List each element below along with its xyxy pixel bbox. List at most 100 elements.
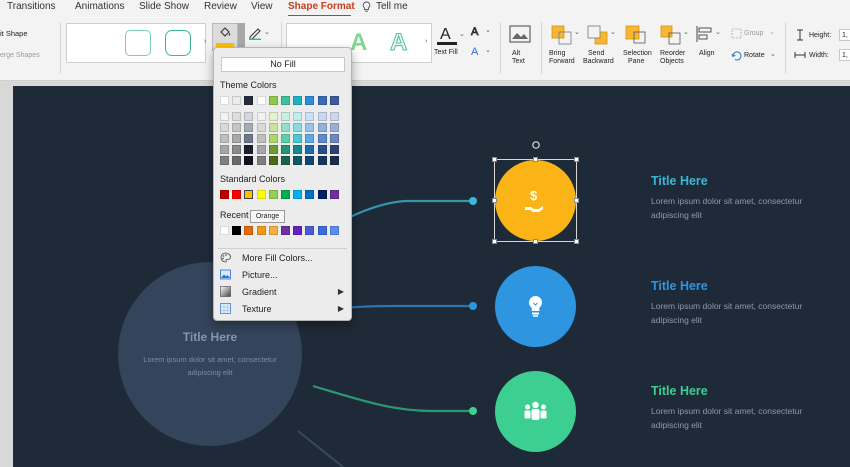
- group-icon[interactable]: [731, 28, 742, 39]
- theme-shade-swatch[interactable]: [305, 145, 315, 154]
- theme-shade-swatch[interactable]: [268, 123, 278, 132]
- theme-shade-swatch[interactable]: [317, 123, 327, 132]
- tab-review[interactable]: Review: [204, 1, 237, 12]
- theme-color-swatch[interactable]: [220, 96, 229, 105]
- recent-color-swatch[interactable]: [293, 226, 303, 235]
- resize-handle[interactable]: [574, 198, 579, 203]
- picture-fill-item[interactable]: Picture...: [220, 268, 346, 282]
- theme-shade-swatch[interactable]: [232, 156, 242, 165]
- item-circle-2[interactable]: [495, 266, 576, 347]
- standard-color-swatch[interactable]: [281, 190, 290, 199]
- wordart-style-a[interactable]: A: [349, 29, 369, 53]
- theme-shade-swatch[interactable]: [220, 123, 229, 132]
- theme-shade-swatch[interactable]: [281, 123, 290, 132]
- standard-color-swatch[interactable]: [232, 190, 242, 199]
- theme-shade-swatch[interactable]: [244, 145, 254, 154]
- recent-color-swatch[interactable]: [281, 226, 290, 235]
- theme-color-swatch[interactable]: [317, 96, 327, 105]
- theme-shade-swatch[interactable]: [317, 134, 327, 143]
- tab-shape-format[interactable]: Shape Format: [288, 1, 355, 12]
- merge-shapes-button[interactable]: erge Shapes: [0, 52, 40, 59]
- shape-style-thumb[interactable]: [165, 30, 191, 56]
- theme-shade-swatch[interactable]: [232, 145, 242, 154]
- theme-shade-swatch[interactable]: [268, 145, 278, 154]
- theme-shade-swatch[interactable]: [329, 145, 339, 154]
- resize-handle[interactable]: [492, 157, 497, 162]
- theme-color-swatch[interactable]: [244, 96, 254, 105]
- theme-shade-swatch[interactable]: [256, 123, 266, 132]
- theme-shade-swatch[interactable]: [293, 134, 303, 143]
- theme-shade-swatch[interactable]: [305, 112, 315, 121]
- recent-color-swatch[interactable]: [220, 226, 229, 235]
- wordart-style-a-outline[interactable]: A: [389, 29, 411, 53]
- theme-shade-swatch[interactable]: [268, 134, 278, 143]
- theme-shade-swatch[interactable]: [293, 123, 303, 132]
- theme-shade-swatch[interactable]: [329, 123, 339, 132]
- theme-shade-swatch[interactable]: [268, 112, 278, 121]
- gradient-fill-item[interactable]: Gradient ▶: [220, 285, 346, 299]
- theme-color-swatch[interactable]: [293, 96, 303, 105]
- recent-color-swatch[interactable]: [317, 226, 327, 235]
- send-backward-icon[interactable]: [587, 25, 609, 45]
- item-circle-1[interactable]: $: [495, 160, 576, 241]
- theme-shade-swatch[interactable]: [220, 156, 229, 165]
- standard-color-swatch[interactable]: [220, 190, 229, 199]
- tab-animations[interactable]: Animations: [75, 1, 125, 12]
- theme-shade-swatch[interactable]: [305, 156, 315, 165]
- height-input[interactable]: 1,: [839, 29, 850, 41]
- theme-shade-swatch[interactable]: [317, 145, 327, 154]
- recent-color-swatch[interactable]: [244, 226, 254, 235]
- theme-shade-swatch[interactable]: [232, 123, 242, 132]
- standard-color-swatch[interactable]: [329, 190, 339, 199]
- theme-shade-swatch[interactable]: [220, 112, 229, 121]
- theme-shade-swatch[interactable]: [305, 134, 315, 143]
- group-button[interactable]: Group: [744, 30, 764, 37]
- recent-color-swatch[interactable]: [268, 226, 278, 235]
- texture-fill-item[interactable]: Texture ▶: [220, 302, 346, 316]
- more-fill-colors-item[interactable]: More Fill Colors...: [220, 251, 346, 265]
- theme-shade-swatch[interactable]: [232, 134, 242, 143]
- theme-shade-swatch[interactable]: [281, 112, 290, 121]
- text-effects-icon[interactable]: A: [469, 44, 483, 58]
- edit-shape-button[interactable]: it Shape: [0, 29, 28, 38]
- resize-handle[interactable]: [492, 239, 497, 244]
- bring-forward-icon[interactable]: [551, 25, 573, 45]
- theme-shade-swatch[interactable]: [329, 156, 339, 165]
- item-circle-3[interactable]: [495, 371, 576, 452]
- text-fill-arrow[interactable]: ⌄: [459, 31, 465, 38]
- send-backward-arrow[interactable]: ⌄: [610, 29, 616, 36]
- theme-color-swatch[interactable]: [281, 96, 290, 105]
- theme-color-swatch[interactable]: [256, 96, 266, 105]
- theme-shade-swatch[interactable]: [293, 145, 303, 154]
- reorder-objects-icon[interactable]: [660, 25, 682, 45]
- wordart-more-arrow[interactable]: ›: [425, 38, 428, 45]
- theme-shade-swatch[interactable]: [268, 156, 278, 165]
- theme-shade-swatch[interactable]: [244, 156, 254, 165]
- standard-color-swatch[interactable]: [317, 190, 327, 199]
- theme-shade-swatch[interactable]: [305, 123, 315, 132]
- theme-shade-swatch[interactable]: [220, 145, 229, 154]
- resize-handle[interactable]: [492, 198, 497, 203]
- rotate-button[interactable]: Rotate: [744, 52, 765, 59]
- theme-shade-swatch[interactable]: [244, 112, 254, 121]
- theme-shade-swatch[interactable]: [220, 134, 229, 143]
- shape-fill-dropdown-arrow[interactable]: [238, 23, 245, 51]
- theme-color-swatch[interactable]: [329, 96, 339, 105]
- theme-shade-swatch[interactable]: [317, 156, 327, 165]
- shape-outline-icon[interactable]: [248, 26, 262, 40]
- gallery-more-arrow[interactable]: ›: [204, 38, 207, 45]
- alt-text-icon[interactable]: [509, 25, 531, 43]
- shape-outline-arrow[interactable]: ⌄: [264, 29, 270, 36]
- text-effects-arrow[interactable]: ⌄: [485, 47, 491, 54]
- text-outline-arrow[interactable]: ⌄: [485, 27, 491, 34]
- theme-shade-swatch[interactable]: [256, 112, 266, 121]
- width-input[interactable]: 1,: [839, 49, 850, 61]
- standard-color-swatch[interactable]: [268, 190, 278, 199]
- align-arrow[interactable]: ⌄: [715, 29, 721, 36]
- theme-shade-swatch[interactable]: [281, 134, 290, 143]
- theme-shade-swatch[interactable]: [256, 134, 266, 143]
- theme-shade-swatch[interactable]: [329, 112, 339, 121]
- bring-forward-arrow[interactable]: ⌄: [574, 29, 580, 36]
- theme-shade-swatch[interactable]: [256, 145, 266, 154]
- group-arrow[interactable]: ⌄: [769, 29, 775, 36]
